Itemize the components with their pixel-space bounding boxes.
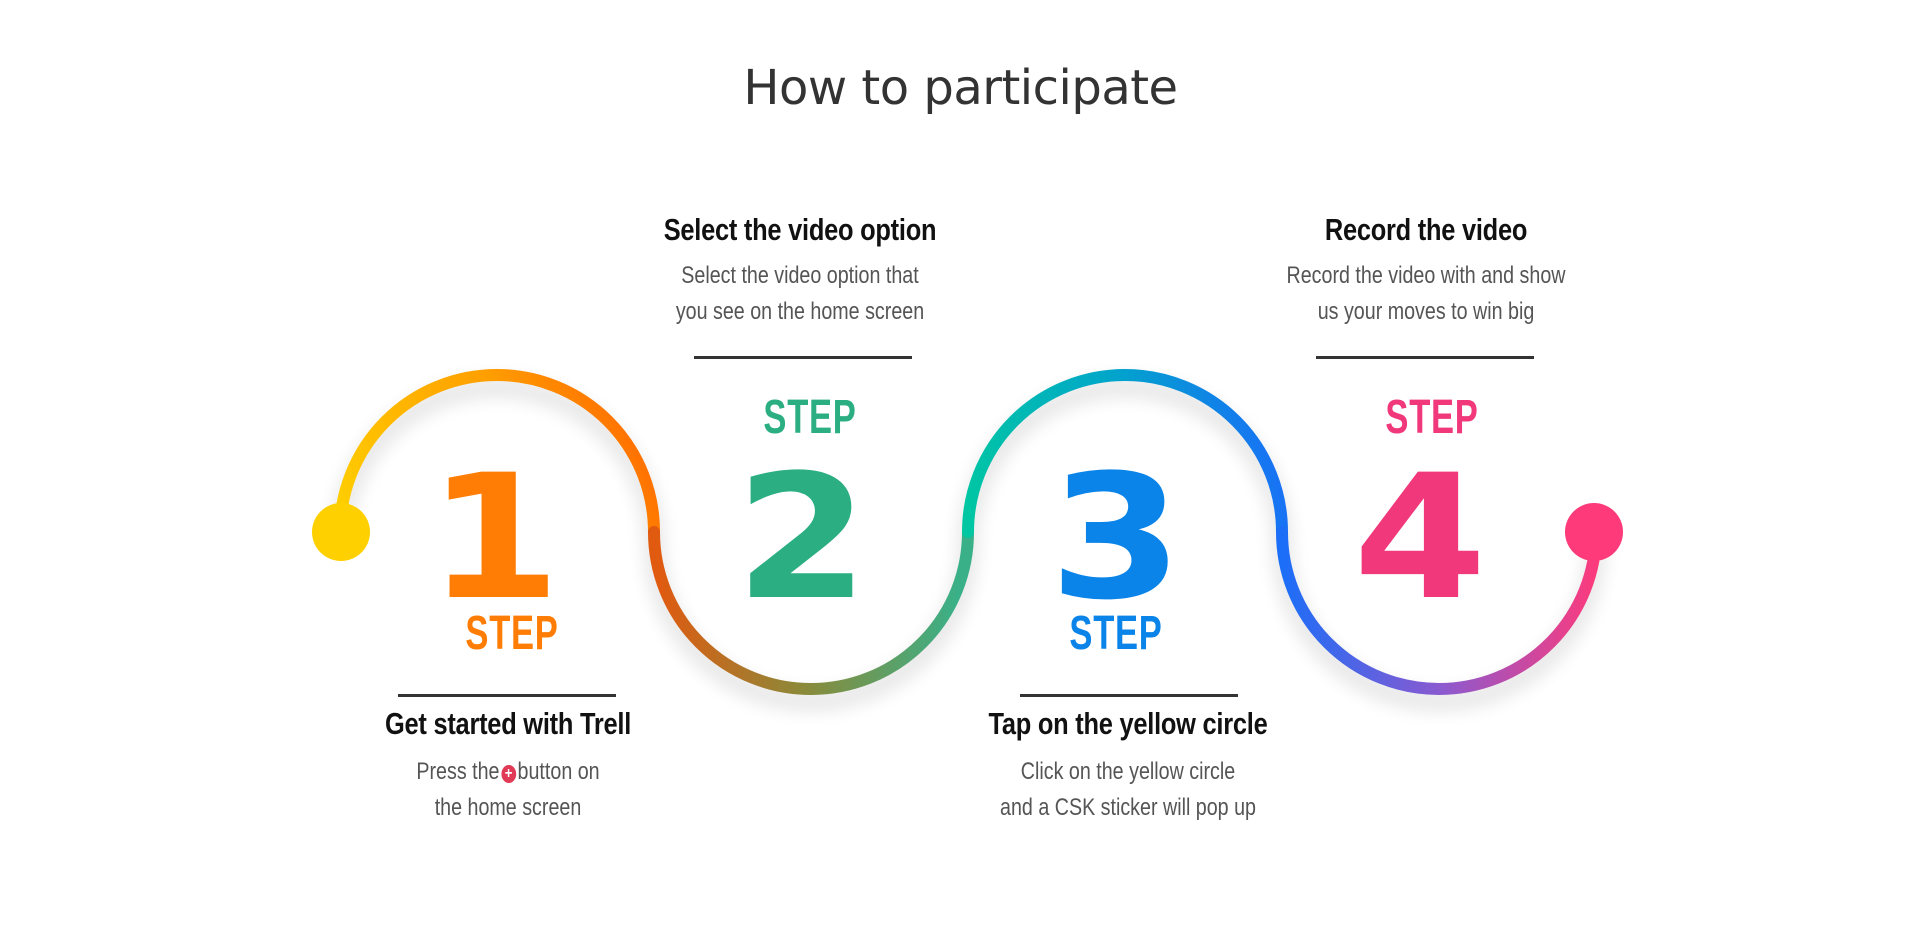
path-segment-3 <box>962 369 1288 538</box>
step-4-desc-line-1: Record the video with and show <box>1286 262 1566 289</box>
step-1-desc-before-icon: Press the <box>416 758 500 785</box>
step-3-desc-line-1: Click on the yellow circle <box>1020 758 1236 785</box>
step-1-number: 1 <box>426 437 562 638</box>
step-4-label: STEP <box>1385 391 1479 444</box>
path-segment-1 <box>334 369 660 538</box>
step-1-desc-line-1: Press the+button on <box>344 754 672 790</box>
step-1-label: STEP <box>465 607 559 660</box>
step-2-divider <box>694 356 912 359</box>
path-segment-4 <box>1276 526 1602 695</box>
step-3-text: Tap on the yellow circle Click on the ye… <box>928 700 1328 826</box>
step-2-desc-line-2: you see on the home screen <box>675 298 925 325</box>
step-1-title: Get started with Trell <box>384 706 632 741</box>
step-3-label: STEP <box>1069 607 1163 660</box>
step-1-text: Get started with Trell Press the+button … <box>308 700 708 826</box>
path-segment-2 <box>648 526 974 695</box>
step-1-desc-line-2: the home screen <box>434 794 582 821</box>
step-2-desc-line-1: Select the video option that <box>681 262 919 289</box>
step-2-label: STEP <box>763 391 857 444</box>
step-1-desc-after-icon: button on <box>517 758 600 785</box>
step-4-title: Record the video <box>1324 212 1528 247</box>
step-2-title: Select the video option <box>663 212 937 247</box>
step-2-text: Select the video option Select the video… <box>600 206 1000 330</box>
step-2-number: 2 <box>734 437 870 638</box>
step-3-number: 3 <box>1048 437 1184 638</box>
path-end-dot <box>1565 503 1623 561</box>
step-4-divider <box>1316 356 1534 359</box>
page-title: How to participate <box>743 60 1178 116</box>
step-1-divider <box>398 694 616 697</box>
step-4-text: Record the video Record the video with a… <box>1226 206 1626 330</box>
step-3-title: Tap on the yellow circle <box>988 706 1268 741</box>
step-3-desc-line-2: and a CSK sticker will pop up <box>1000 794 1256 821</box>
step-4-number: 4 <box>1352 437 1488 638</box>
path-start-dot <box>312 503 370 561</box>
plus-circle-icon: + <box>501 765 516 783</box>
step-4-desc-line-2: us your moves to win big <box>1317 298 1535 325</box>
step-3-divider <box>1020 694 1238 697</box>
